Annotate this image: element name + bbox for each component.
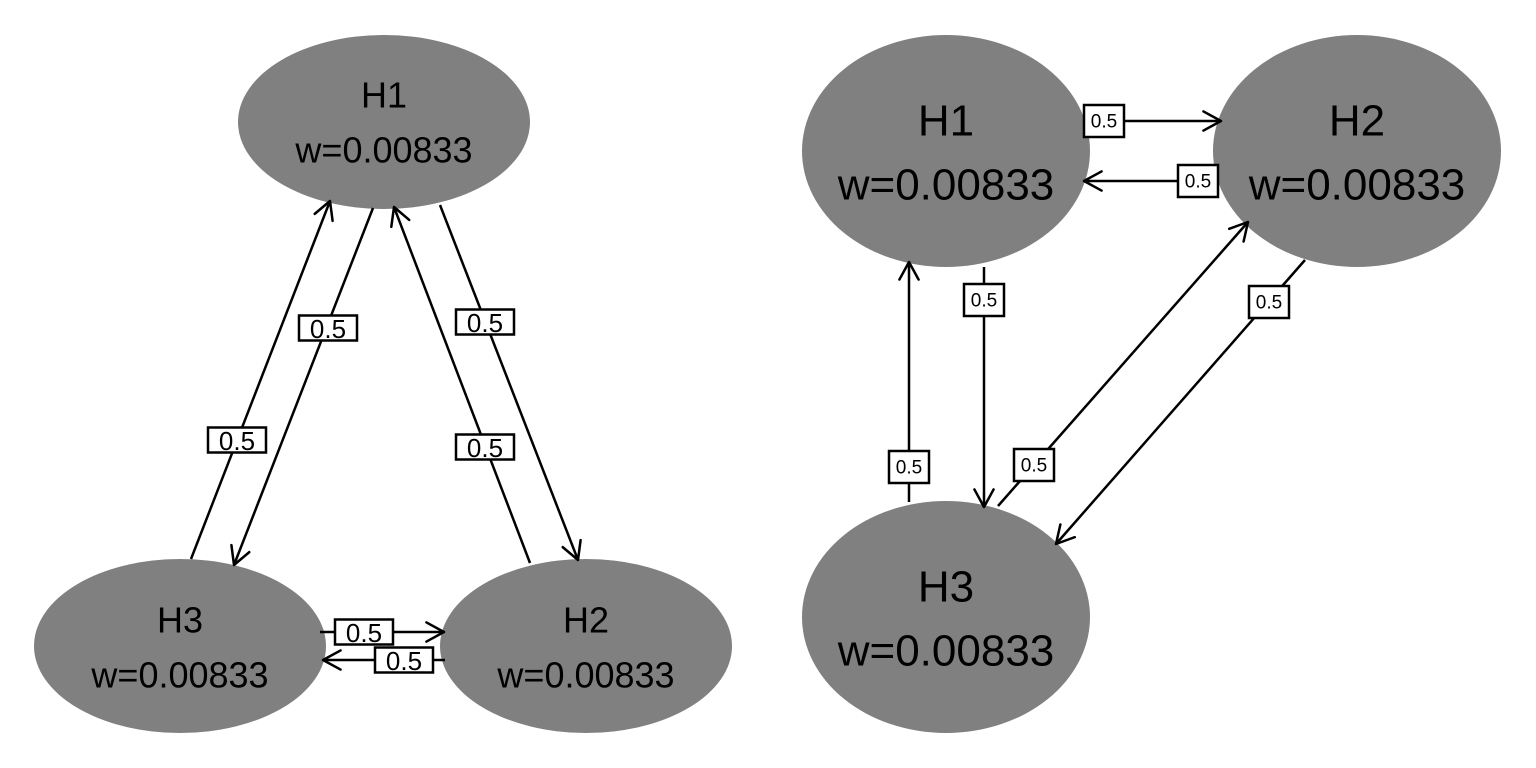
edge-weight-box xyxy=(1247,284,1291,320)
edge-weight-label: 0.5 xyxy=(1021,456,1047,477)
node-ellipse xyxy=(1213,35,1501,267)
node-h3: H3 w=0.00833 xyxy=(802,501,1090,733)
node-weight: w=0.00833 xyxy=(837,161,1055,210)
node-ellipse xyxy=(34,559,326,733)
arrow-head xyxy=(425,621,446,643)
edge-weight-box xyxy=(373,646,435,674)
edge-weight-label: 0.5 xyxy=(346,618,382,648)
edge-weight-box xyxy=(206,426,268,454)
edge-h3-to-h2: 0.5 xyxy=(997,220,1250,507)
edge-h2-to-h3: 0.5 xyxy=(1054,259,1306,546)
edge-h2-to-h1: 0.5 xyxy=(390,205,532,564)
node-weight: w=0.00833 xyxy=(90,655,268,696)
node-h3: H3 w=0.00833 xyxy=(34,559,326,733)
arrow-head xyxy=(321,649,342,671)
edge-weight-box xyxy=(962,282,1006,318)
arrow-head xyxy=(561,538,582,562)
node-weight: w=0.00833 xyxy=(294,130,472,171)
edge-weight-box xyxy=(454,433,516,461)
node-name: H2 xyxy=(563,600,609,641)
node-ellipse xyxy=(440,559,732,733)
edge-h1-to-h2: 0.5 xyxy=(438,204,582,562)
arrow-head xyxy=(390,205,411,229)
edge-weight-label: 0.5 xyxy=(219,426,255,456)
edge-h1-to-h2: 0.5 xyxy=(1082,103,1223,139)
node-name: H2 xyxy=(1329,97,1385,146)
edge-weight-label: 0.5 xyxy=(467,433,503,463)
graph-right: H1w=0.00833H2w=0.00833H3w=0.008330.50.50… xyxy=(802,35,1501,733)
node-h1: H1 w=0.00833 xyxy=(802,35,1090,267)
edge-h3-to-h1: 0.5 xyxy=(189,199,334,560)
node-name: H3 xyxy=(918,563,974,612)
edge-h2-to-h1: 0.5 xyxy=(1082,163,1220,199)
arrow-head xyxy=(1054,523,1077,546)
edge-weight-label: 0.5 xyxy=(467,308,503,338)
arrow-head xyxy=(898,260,920,281)
node-ellipse xyxy=(802,35,1090,267)
edge-line xyxy=(438,204,580,561)
edge-weight-box xyxy=(1012,447,1056,483)
edge-line xyxy=(232,207,375,566)
edge-h3-to-h1: 0.5 xyxy=(887,260,931,502)
node-h2: H2 w=0.00833 xyxy=(1213,35,1501,267)
edge-weight-box xyxy=(887,449,931,485)
edge-weight-label: 0.5 xyxy=(1185,172,1211,193)
node-name: H1 xyxy=(361,75,407,116)
node-weight: w=0.00833 xyxy=(496,655,674,696)
arrow-head xyxy=(973,488,995,509)
node-name: H3 xyxy=(157,600,203,641)
arrow-head xyxy=(313,199,334,223)
edge-h3-to-h2: 0.5 xyxy=(320,618,446,648)
node-h2: H2 w=0.00833 xyxy=(440,559,732,733)
edge-h1-to-h3: 0.5 xyxy=(962,267,1006,509)
node-weight: w=0.00833 xyxy=(837,627,1055,676)
edge-line xyxy=(392,206,532,564)
edge-weight-box xyxy=(454,308,516,336)
edge-weight-label: 0.5 xyxy=(310,314,346,344)
edge-weight-label: 0.5 xyxy=(971,291,997,312)
edge-line xyxy=(189,200,332,560)
arrow-head xyxy=(230,543,251,567)
arrow-head xyxy=(1082,170,1103,192)
edge-weight-box xyxy=(297,314,359,342)
node-ellipse xyxy=(238,35,530,209)
edge-weight-label: 0.5 xyxy=(1091,112,1117,133)
edge-h2-to-h3: 0.5 xyxy=(321,646,445,676)
edge-weight-box xyxy=(1176,163,1220,199)
edge-weight-box xyxy=(1082,103,1126,139)
node-h1: H1 w=0.00833 xyxy=(238,35,530,209)
node-ellipse xyxy=(802,501,1090,733)
node-weight: w=0.00833 xyxy=(1248,161,1466,210)
edge-h1-to-h3: 0.5 xyxy=(230,207,375,567)
edge-weight-label: 0.5 xyxy=(386,646,422,676)
edge-weight-box xyxy=(333,618,395,646)
arrow-head xyxy=(1227,220,1250,243)
graph-left: H1w=0.00833H2w=0.00833H3w=0.008330.50.50… xyxy=(34,35,732,733)
node-name: H1 xyxy=(918,97,974,146)
edge-weight-label: 0.5 xyxy=(1256,293,1282,314)
arrow-head xyxy=(1202,110,1223,132)
edge-weight-label: 0.5 xyxy=(896,458,922,479)
